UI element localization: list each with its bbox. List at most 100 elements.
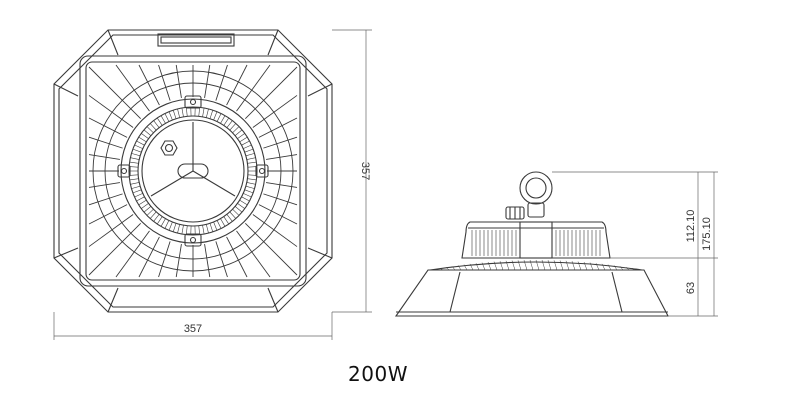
label-slot-inner [160,36,232,44]
drawing-line [175,64,182,98]
drawing-line [547,260,552,271]
drawing-line [138,199,147,206]
eye-bolt-ring-outer [519,171,553,205]
cable-gland-hole [164,143,174,153]
drawing-line [226,236,248,278]
drawing-line [511,260,516,271]
drawing-line [577,261,582,271]
drawing-line [216,113,222,122]
drawing-line [138,236,160,278]
heatsink-fins [129,107,257,235]
radial-grille [88,64,298,278]
eye-bolt-ring-inner [525,177,547,199]
drawing-line [156,216,163,225]
drawing-line [204,244,211,278]
drawing-line [209,223,214,232]
drawing-line [245,223,298,276]
drawing-line [607,264,612,271]
drawing-line [88,204,128,225]
housing-outline-inner [58,34,328,308]
drawing-line [134,144,143,149]
drawing-line [229,123,237,131]
drawing-line [517,260,522,271]
drawing-line [136,140,145,146]
drawing-line [149,123,157,131]
drawing-line [236,230,271,278]
drawing-line [209,110,214,119]
drawing-line [141,203,149,209]
drawing-line [589,262,594,271]
drawing-line [160,218,166,227]
drawing-line [559,260,564,271]
drawing-line [177,224,180,234]
drawing-line [553,260,558,271]
drawing-line [451,266,456,271]
drawing-line [88,66,141,119]
drawing-line [198,225,200,235]
drawing-line [215,241,228,278]
drawing-line [244,189,254,194]
drawing-line [232,126,240,134]
drawing-line [247,161,257,164]
drawing-line [168,111,173,121]
drawing-line [469,263,474,271]
drawing-line [244,148,254,153]
drawing-line [153,120,160,128]
drawing-line [177,108,180,118]
drawing-line [215,64,228,101]
drawing-line [143,206,152,213]
drawing-line [88,193,123,206]
drawing-line [220,115,226,124]
drawing-line [246,157,256,160]
top-view-dimensions [53,29,372,340]
dimension-height-label: 357 [359,162,371,180]
drawing-line [487,261,492,271]
drawing-line [198,107,200,117]
guard-frame-inner [85,61,301,281]
drawing-line [252,95,298,128]
drawing-line [160,115,166,124]
drawing-line [146,208,154,216]
drawing-line [153,214,160,222]
drawing-line [115,64,150,112]
guard-frame [79,55,307,287]
drawing-line [130,157,140,160]
drawing-line [493,261,498,271]
drawing-line [463,264,468,271]
drawing-line [172,223,177,232]
drawing-line [131,185,141,189]
drawing-line [234,206,243,213]
drawing-line [88,117,128,138]
drawing-line [175,244,182,278]
drawing-line [129,178,139,181]
drawing-line [186,225,188,235]
drawing-line [236,64,271,112]
drawing-line [619,266,624,271]
drawing-line [206,108,209,118]
drawing-line [229,211,237,219]
drawing-line [239,136,248,143]
fin-ring-inner [137,115,249,227]
drawing-line [535,259,540,271]
dimension-shade-height-label: 63 [685,282,697,294]
drawing-line [475,263,480,271]
drawing-line [220,218,226,227]
drawing-line [613,265,618,271]
hanging-bracket [150,122,236,197]
drawing-line [245,153,255,157]
center-collar [519,221,553,259]
grille-ring [92,70,294,272]
label-slot [157,33,235,47]
drawing-line [129,174,139,176]
drawing-line [258,117,298,138]
drawing-line [88,214,134,247]
drawing-line [156,117,163,126]
drawing-line [247,178,257,181]
drawing-line [136,196,145,202]
drawing-line [243,144,252,149]
drawing-line [172,110,177,119]
drawing-line [213,111,218,121]
drawing-line [529,259,534,271]
dimension-width-label: 357 [184,323,202,335]
